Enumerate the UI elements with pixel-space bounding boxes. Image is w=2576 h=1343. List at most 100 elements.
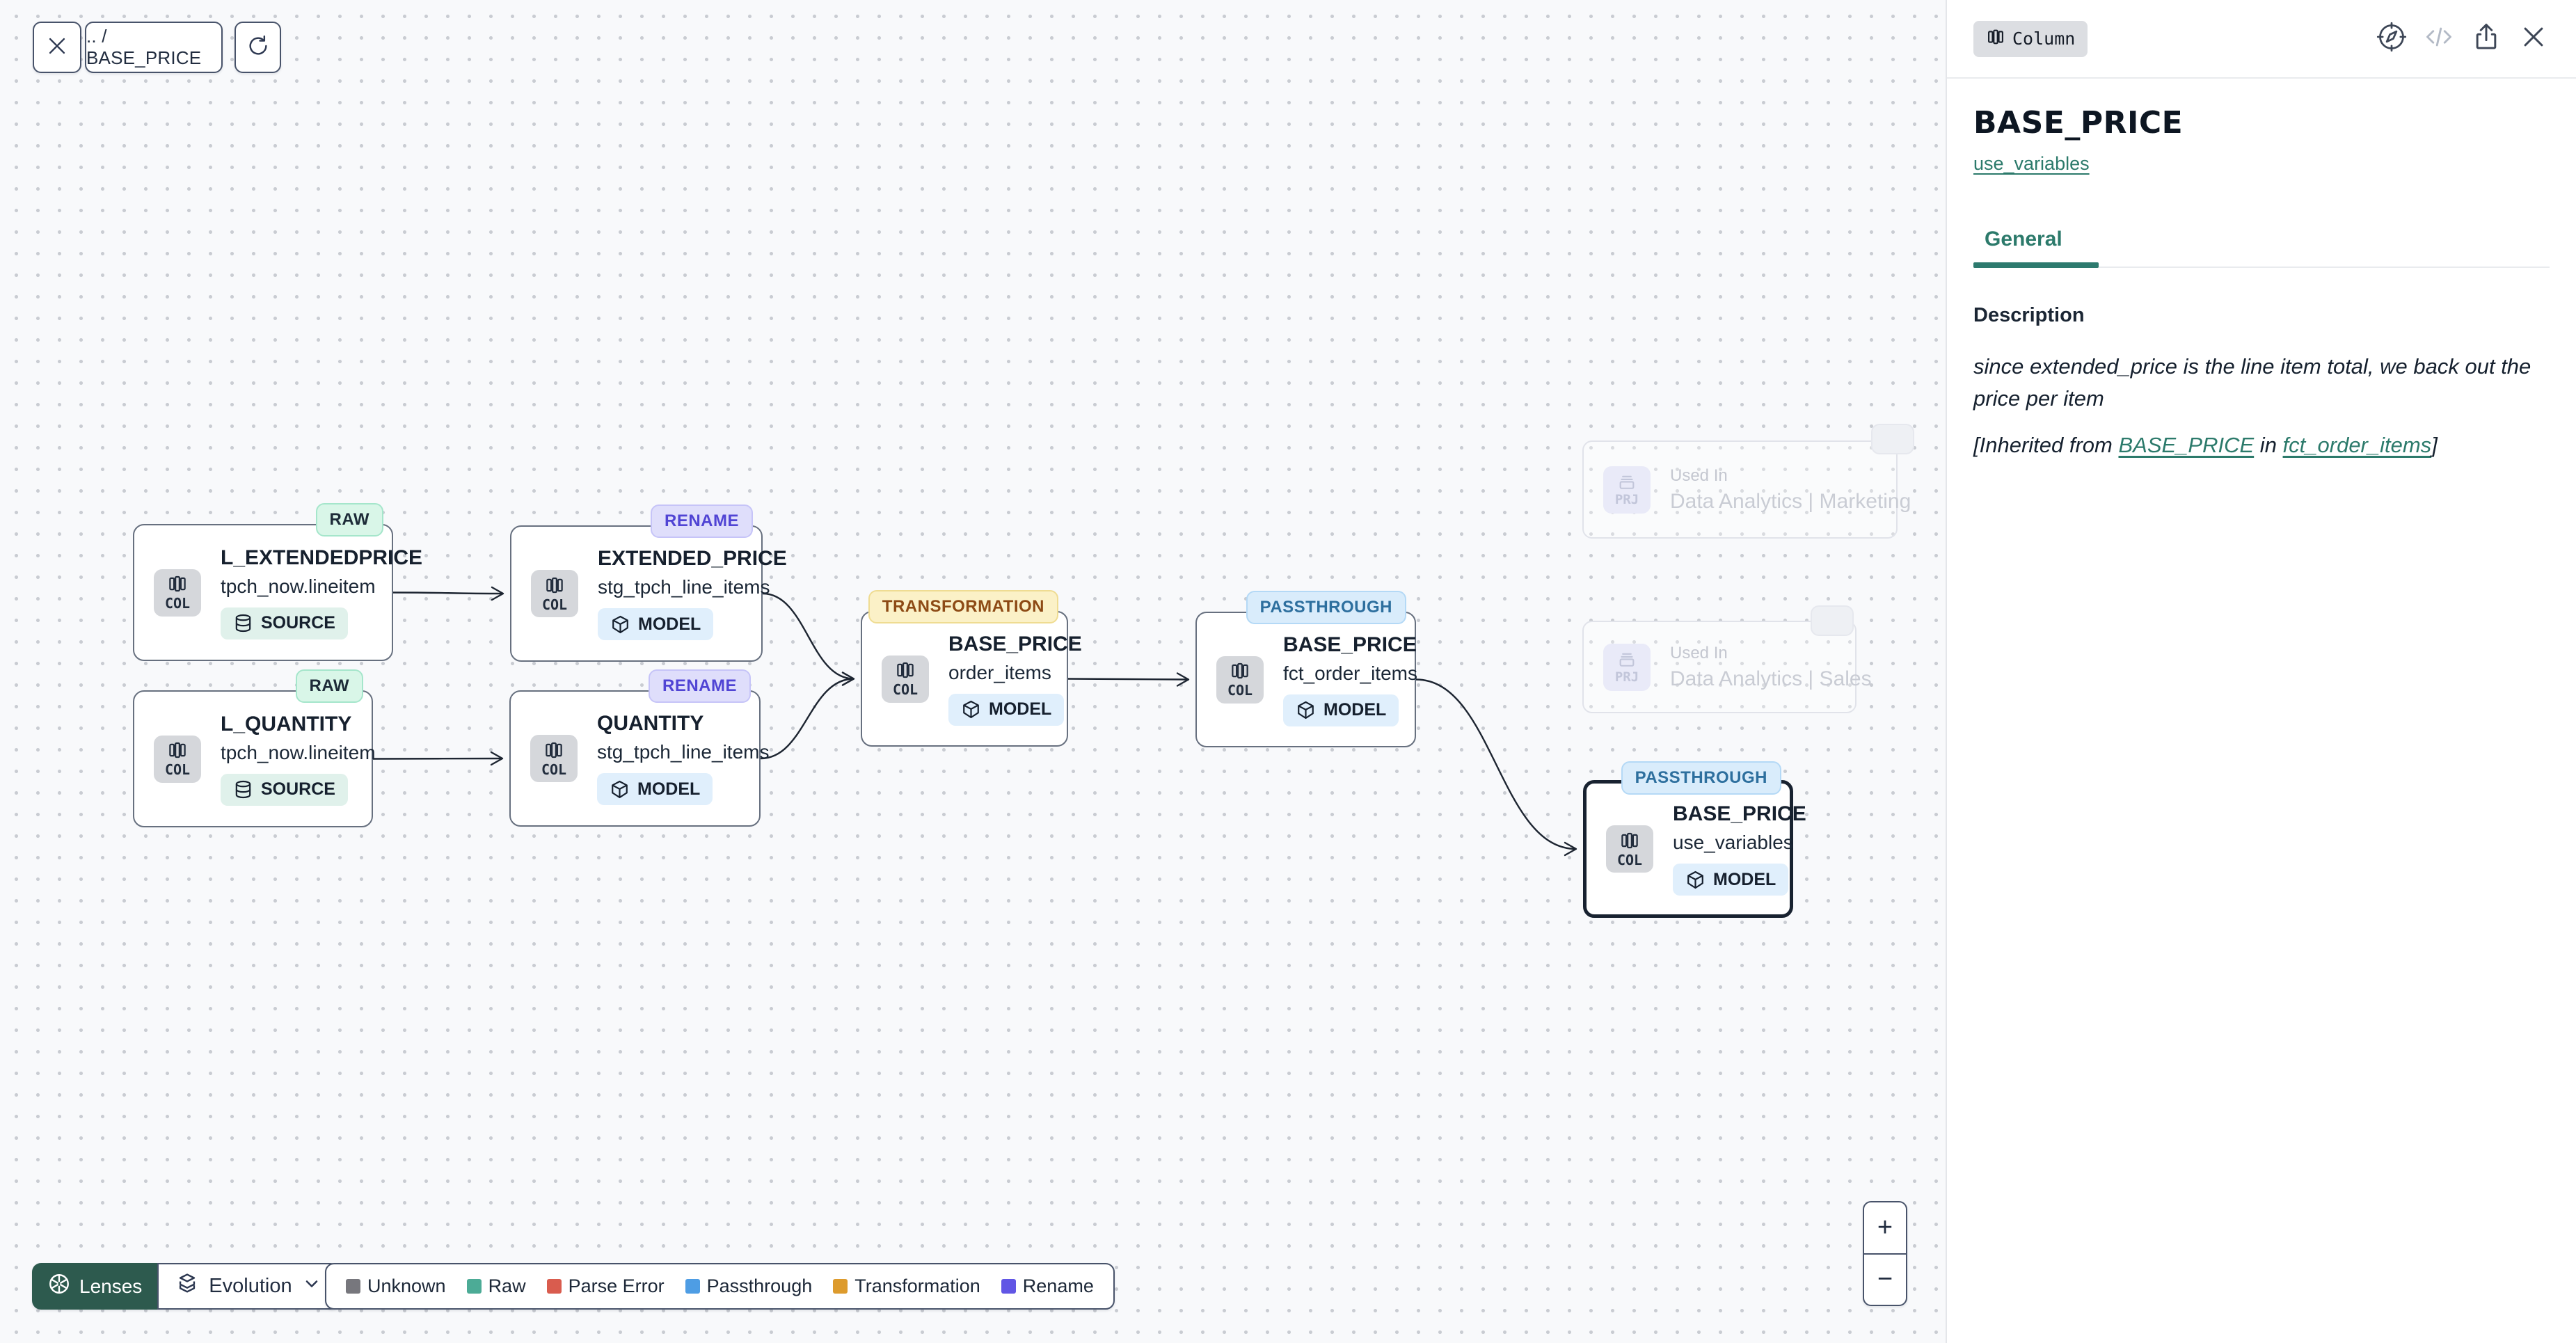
zoom-in-button[interactable]: + [1864, 1202, 1906, 1255]
lens-selected-label: Evolution [209, 1275, 292, 1297]
lens-selector[interactable]: Evolution [157, 1263, 340, 1310]
cube-icon [963, 700, 979, 719]
inherited-prefix: [Inherited from [1973, 433, 2119, 457]
columns-icon [1986, 27, 2005, 51]
legend-label: Rename [1022, 1276, 1094, 1296]
lineage-edge [760, 672, 855, 760]
lenses-button[interactable]: Lenses [32, 1263, 158, 1310]
compass-icon [2376, 22, 2407, 56]
legend-swatch [833, 1279, 848, 1294]
refresh-button[interactable] [234, 22, 281, 73]
legend-label: Parse Error [568, 1276, 665, 1296]
columns-icon [1232, 662, 1248, 679]
lenses-label: Lenses [79, 1275, 143, 1297]
node-title: BASE_PRICE [948, 632, 1082, 655]
share-icon [2471, 22, 2502, 56]
column-kind-box: COL [1216, 655, 1264, 704]
column-kind-box: COL [1606, 825, 1653, 873]
edge-type-badge-rename: RENAME [648, 669, 751, 703]
close-lineage-button[interactable] [33, 22, 81, 73]
faded-badge [1811, 605, 1854, 636]
breadcrumb[interactable]: .. / BASE_PRICE [85, 22, 223, 73]
legend-swatch [346, 1279, 360, 1294]
chip-label: MODEL [989, 699, 1052, 719]
col-label: COL [541, 761, 567, 778]
aperture-icon [47, 1272, 71, 1301]
view-code-button[interactable] [2423, 23, 2455, 55]
node-title: EXTENDED_PRICE [598, 547, 787, 570]
inherited-middle: in [2254, 433, 2283, 457]
source-chip: SOURCE [221, 773, 348, 806]
cube-icon [1298, 701, 1314, 720]
legend-swatch [546, 1279, 562, 1294]
col-label: COL [164, 595, 191, 612]
columns-icon [169, 575, 186, 592]
panel-body: BASE_PRICE use_variables General Descrip… [1947, 79, 2576, 484]
inherited-model-link[interactable]: fct_order_items [2282, 433, 2432, 457]
node-subtitle: tpch_now.lineitem [221, 741, 376, 763]
legend-item-passthrough: Passthrough [685, 1276, 813, 1297]
inherited-column-link[interactable]: BASE_PRICE [2118, 433, 2255, 457]
database-icon [235, 780, 251, 799]
layers-icon [175, 1272, 199, 1301]
edge-type-badge-passthrough: PASSTHROUGH [1246, 591, 1406, 624]
legend-label: Transformation [854, 1276, 980, 1296]
edges-layer [372, 586, 1577, 857]
chip-label: MODEL [1713, 869, 1776, 889]
close-panel-button[interactable] [2518, 23, 2550, 55]
node-title: BASE_PRICE [1283, 633, 1417, 656]
source-chip: SOURCE [221, 607, 348, 639]
lineage-edge [392, 586, 504, 601]
col-label: COL [892, 681, 919, 698]
chip-label: SOURCE [261, 779, 335, 799]
legend-item-transformation: Transformation [833, 1276, 980, 1297]
breadcrumb-label: .. / BASE_PRICE [86, 26, 202, 68]
node-title: L_EXTENDEDPRICE [221, 546, 423, 569]
col-label: COL [541, 596, 568, 613]
model-chip: MODEL [597, 773, 713, 805]
tab-general[interactable]: General [1973, 228, 2099, 268]
prj-label: PRJ [1614, 669, 1639, 685]
share-button[interactable] [2470, 23, 2502, 55]
legend-label: Raw [488, 1276, 526, 1296]
close-icon [45, 34, 69, 61]
edge-type-badge-rename: RENAME [650, 504, 753, 538]
used-in-eyebrow: Used In [1670, 466, 1728, 485]
zoom-control: + − [1863, 1201, 1907, 1306]
model-chip: MODEL [1673, 864, 1789, 896]
column-kind-box: COL [531, 570, 578, 617]
cube-icon [1687, 871, 1703, 889]
lineage-edge [762, 592, 855, 686]
explore-compass-button[interactable] [2376, 22, 2408, 56]
zoom-out-button[interactable]: − [1877, 1264, 1893, 1294]
legend-label: Passthrough [706, 1276, 813, 1296]
panel-header: Column [1947, 0, 2576, 79]
legend-item-rename: Rename [1001, 1276, 1094, 1297]
chip-label: MODEL [1323, 700, 1387, 720]
legend-item-raw: Raw [466, 1276, 526, 1297]
model-link[interactable]: use_variables [1973, 153, 2090, 174]
used-in-name: Data Analytics | Marketing [1670, 489, 1911, 513]
edge-type-badge-raw: RAW [315, 503, 383, 537]
database-icon [235, 614, 251, 633]
used-in-name: Data Analytics | Sales [1670, 667, 1872, 690]
project-stack-icon [1619, 475, 1635, 489]
edge-type-badge-transformation: TRANSFORMATION [868, 590, 1058, 623]
column-kind-box: COL [882, 655, 929, 703]
close-icon [2518, 22, 2549, 56]
